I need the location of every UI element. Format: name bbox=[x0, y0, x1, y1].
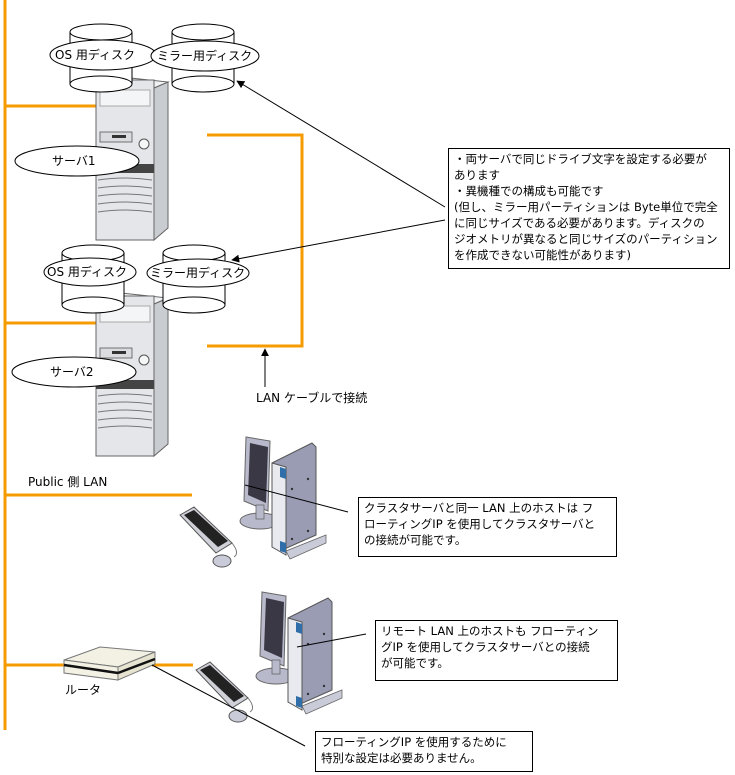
note-line: 特別な設定は必要ありません。 bbox=[321, 751, 482, 765]
public-lan-label: Public 側 LAN bbox=[28, 475, 108, 489]
server2-os-disk-label: OS 用ディスク bbox=[47, 265, 128, 279]
lan-cable-label: LAN ケーブルで接続 bbox=[256, 391, 368, 405]
server-name-bubble bbox=[11, 356, 137, 388]
interconnect-lan-cable bbox=[207, 133, 304, 348]
note-line: クラスタサーバと同一 LAN 上のホストは フ bbox=[364, 501, 594, 515]
note-line: が可能です。 bbox=[381, 656, 449, 670]
router-icon bbox=[63, 646, 156, 681]
server1-label: サーバ1 bbox=[52, 154, 96, 168]
server1-os-disk-label: OS 用ディスク bbox=[55, 48, 136, 62]
note-line: ・両サーバで同じドライブ文字を設定する必要が bbox=[454, 152, 707, 166]
callout-line-remote-pc bbox=[296, 633, 367, 648]
server1-mirror-disk-label: ミラー用ディスク bbox=[157, 49, 253, 63]
desktop-pc-icon bbox=[179, 436, 327, 568]
server2-label: サーバ2 bbox=[50, 365, 94, 379]
arrow-to-server2-mirror-disk bbox=[231, 219, 446, 263]
mirror-disk-label-bubble bbox=[150, 40, 260, 72]
server2-mirror-disk-label: ミラー用ディスク bbox=[150, 266, 246, 280]
note-line: ローティングIP を使用してクラスタサーバと bbox=[364, 517, 596, 531]
desktop-pc-icon bbox=[195, 591, 343, 723]
server-name-bubble bbox=[14, 145, 140, 177]
note-line: グIP を使用してクラスタサーバとの接続 bbox=[381, 640, 590, 654]
note-line: あります bbox=[454, 168, 500, 182]
arrow-to-server1-mirror-disk bbox=[236, 80, 446, 208]
lan-wiring bbox=[3, 0, 304, 730]
note-line: リモート LAN 上のホストも フローティン bbox=[381, 624, 599, 638]
os-disk-label-bubble bbox=[43, 257, 137, 287]
mirror-disk-label-bubble bbox=[146, 258, 250, 288]
note-line: フローティングIP を使用するために bbox=[321, 735, 507, 749]
note-line: ジオメトリが異なると同じサイズのパーティション bbox=[454, 232, 718, 246]
note-line: (但し、ミラー用パーティションは Byte単位で完全 bbox=[454, 200, 718, 214]
callout-lines bbox=[151, 80, 446, 747]
note-line: ・異機種での構成も可能です bbox=[454, 184, 604, 198]
router-label: ルータ bbox=[65, 683, 102, 697]
mirror-disk-note: ・両サーバで同じドライブ文字を設定する必要が あります ・異機種での構成も可能で… bbox=[448, 148, 730, 269]
note-line: の接続が可能です。 bbox=[364, 533, 467, 547]
remote-lan-host-note: リモート LAN 上のホストも フローティン グIP を使用してクラスタサーバと… bbox=[375, 620, 618, 681]
callout-line-public-pc bbox=[244, 484, 349, 513]
same-lan-host-note: クラスタサーバと同一 LAN 上のホストは フ ローティングIP を使用してクラ… bbox=[358, 497, 617, 557]
server-1 bbox=[14, 23, 260, 241]
server-2 bbox=[11, 244, 250, 457]
callout-line-router bbox=[151, 664, 306, 747]
router-note: フローティングIP を使用するために 特別な設定は必要ありません。 bbox=[315, 731, 533, 772]
note-line: を作成できない可能性があります) bbox=[454, 248, 631, 262]
note-line: に同じサイズである必要があります。ディスクの bbox=[454, 216, 705, 230]
